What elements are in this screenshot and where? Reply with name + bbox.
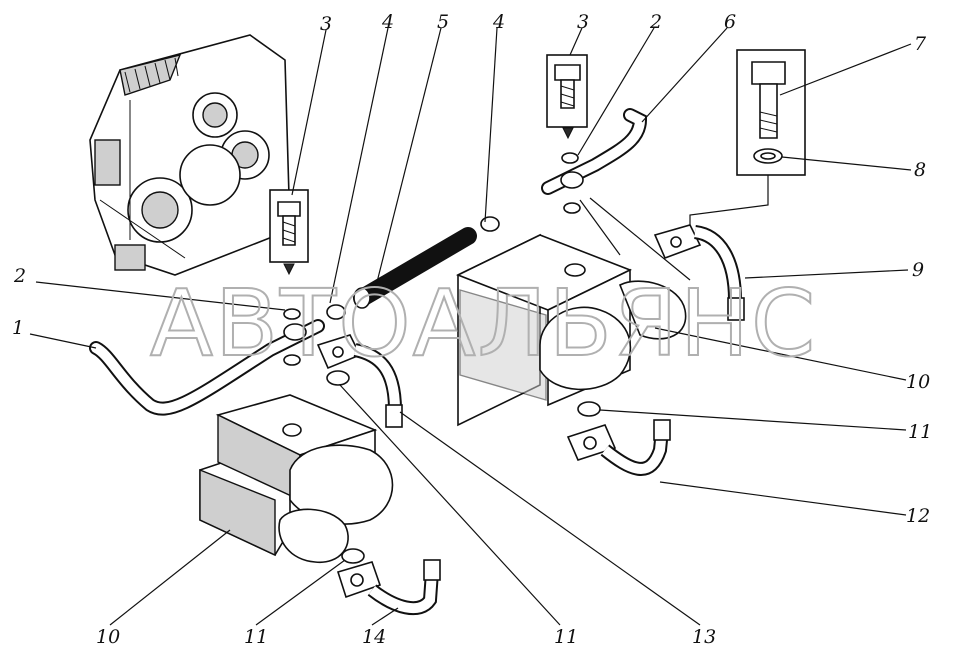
gearbox-housing xyxy=(89,34,291,276)
watermark: АВТОАЛЬЯНС xyxy=(150,270,817,377)
bolt-washer-inset xyxy=(689,49,806,225)
callout-numbers: 1 2 3 4 5 4 3 2 6 7 8 9 10 11 12 10 11 1… xyxy=(12,11,932,648)
callout-14: 14 xyxy=(362,626,386,648)
callout-11: 11 xyxy=(244,626,268,648)
pipe-fitting-middle xyxy=(316,334,403,428)
bolt-inset-left xyxy=(269,189,309,276)
callout-8: 8 xyxy=(914,159,926,181)
callout-5: 5 xyxy=(437,11,449,33)
pipe-fitting-right xyxy=(566,419,671,476)
callout-9: 9 xyxy=(912,259,924,281)
callout-3: 3 xyxy=(577,11,589,33)
bolt-inset-right xyxy=(546,54,588,140)
callout-4: 4 xyxy=(492,11,505,33)
callout-2: 2 xyxy=(649,11,662,33)
callout-10: 10 xyxy=(906,371,930,393)
callout-12: 12 xyxy=(906,505,930,527)
callout-7: 7 xyxy=(914,33,927,55)
callout-6: 6 xyxy=(724,11,736,33)
callout-2: 2 xyxy=(13,265,26,287)
callout-11: 11 xyxy=(554,626,578,648)
callout-4: 4 xyxy=(381,11,394,33)
callout-11: 11 xyxy=(908,421,932,443)
valve-block-lower xyxy=(199,394,394,563)
callout-10: 10 xyxy=(96,626,120,648)
pipe-left xyxy=(89,319,325,416)
pipe-fitting-upper xyxy=(653,224,745,321)
clip-right xyxy=(480,216,500,232)
pipe-right xyxy=(541,108,648,195)
hose xyxy=(353,227,477,309)
valve-block-upper xyxy=(456,233,687,427)
washers xyxy=(283,152,601,564)
callout-3: 3 xyxy=(320,13,332,35)
clip-left xyxy=(326,304,346,320)
leader-lines xyxy=(29,27,912,626)
pipe-fitting-lower xyxy=(336,559,441,616)
callout-1: 1 xyxy=(12,317,24,339)
callout-13: 13 xyxy=(692,626,716,648)
